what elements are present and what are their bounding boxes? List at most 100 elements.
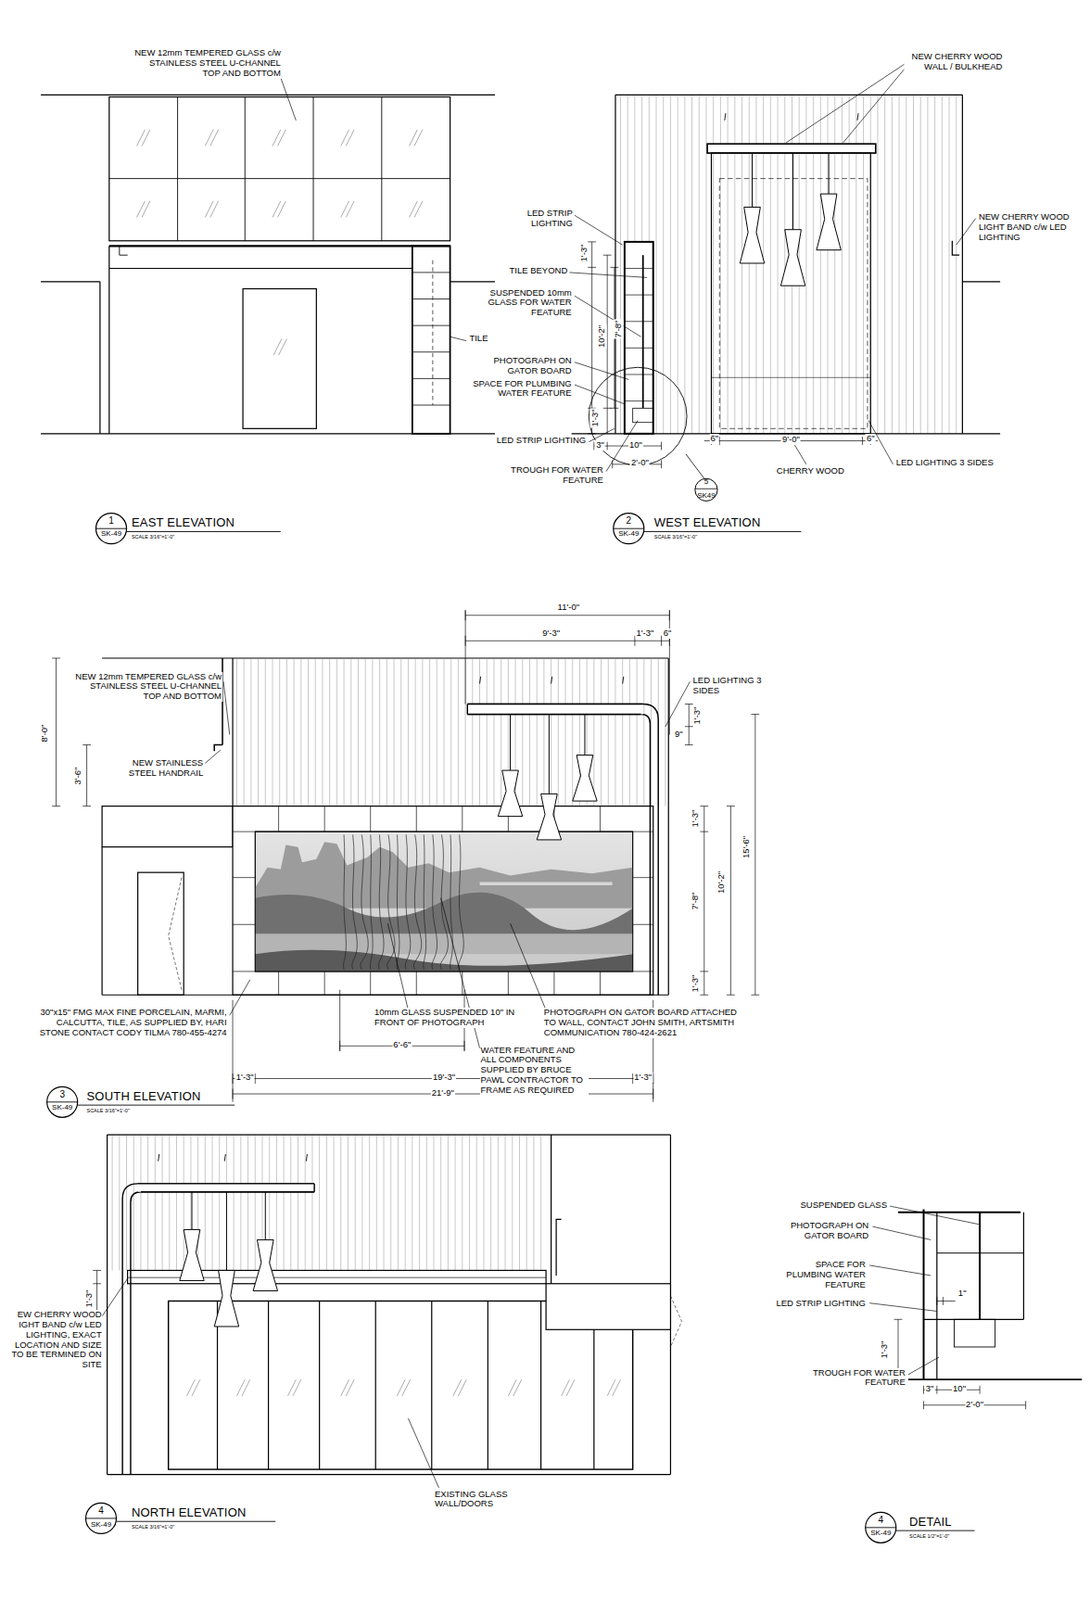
grain-mark — [305, 1153, 307, 1162]
callout-note: TROUGH FOR WATER FEATURE — [506, 465, 604, 486]
dimension-text: 1'-3" — [689, 974, 700, 994]
dimension-text: 10" — [628, 440, 644, 451]
dimension-text: 3" — [595, 440, 606, 451]
pendant-cord — [828, 152, 830, 194]
dimension-text: 1'-3" — [235, 1072, 255, 1083]
pendant-cord — [265, 1191, 267, 1241]
pendant-cord — [751, 152, 753, 207]
dimension-text: 1'-3" — [878, 1339, 889, 1359]
water-glass-line — [396, 834, 400, 969]
callout-note: PHOTOGRAPH ON GATOR BOARD — [781, 1220, 871, 1242]
callout-note: NEW CHERRY WOOD LIGHT BAND c/w LED LIGHT… — [977, 212, 1078, 243]
glass-hatch — [453, 1379, 467, 1396]
dimension-text: 1'-3" — [634, 628, 655, 639]
callout-note: LED STRIP LIGHTING — [495, 435, 587, 446]
glass-hatch — [341, 129, 355, 147]
glass-hatch — [288, 1379, 302, 1396]
dimension-text: 6'-6" — [392, 1039, 412, 1051]
water-glass-line — [343, 834, 347, 969]
dimension-text: 2'-0" — [630, 457, 650, 469]
callout-number: 4 — [876, 1514, 885, 1526]
glass-hatch — [341, 1379, 355, 1396]
view-title: SOUTH ELEVATION — [85, 1090, 202, 1104]
callout-note: SUSPENDED 10mm GLASS FOR WATER FEATURE — [486, 288, 572, 319]
dimension-text: 6" — [709, 433, 720, 444]
dimension-text: 15'-6" — [740, 835, 751, 860]
dimension-text: 3'-6" — [72, 765, 83, 786]
grain-mark — [622, 676, 624, 685]
callout-note: PHOTOGRAPH ON GATOR BOARD ATTACHED TO WA… — [543, 1007, 745, 1039]
dimension-text: 1'-3" — [578, 243, 589, 264]
grain-mark — [551, 676, 553, 685]
callout-note: TROUGH FOR WATER FEATURE — [807, 1368, 907, 1389]
pendant-light — [497, 770, 522, 817]
glass-hatch — [204, 129, 218, 147]
pendant-cord — [548, 714, 550, 795]
glass-hatch — [396, 1379, 410, 1396]
dimension-text: 3" — [925, 1383, 936, 1395]
callout-note: LED LIGHTING 3 SIDES — [895, 457, 995, 469]
water-glass-line — [360, 834, 368, 969]
grain-mark — [158, 1153, 160, 1162]
callout-note: LED STRIP LIGHTING — [774, 1298, 866, 1309]
sheet-number: SK-49 — [617, 529, 640, 538]
sheet-number: SK-49 — [100, 529, 123, 538]
pendant-cord — [226, 1191, 228, 1271]
glass-hatch — [507, 1379, 521, 1396]
glass-hatch — [607, 1379, 621, 1396]
pendant-light — [253, 1239, 278, 1291]
dimension-text: 6" — [865, 433, 876, 444]
dimension-text: 1'-3" — [692, 705, 703, 725]
glass-hatch — [137, 129, 151, 147]
pendant-light — [179, 1229, 204, 1281]
water-glass-line — [405, 834, 411, 969]
pendant-light — [572, 755, 597, 802]
sheet-number: SK-49 — [869, 1528, 892, 1537]
callout-note: PHOTOGRAPH ON GATOR BOARD — [486, 355, 572, 377]
callout-note: CHERRY WOOD — [775, 466, 846, 477]
glass-hatch — [409, 129, 423, 147]
pendant-light — [536, 793, 561, 840]
pendant-light — [214, 1269, 239, 1327]
dimension-text: 7'-8" — [689, 891, 700, 912]
callout-number: 4 — [97, 1505, 105, 1517]
callout-note: SPACE FOR PLUMBING WATER FEATURE — [767, 1259, 867, 1291]
callout-note: NEW CHERRY WOOD WALL / BULKHEAD — [904, 51, 1004, 73]
glass-hatch — [273, 338, 287, 355]
pendant-light — [739, 206, 764, 264]
pendant-cord — [509, 714, 511, 772]
water-glass-line — [352, 834, 358, 969]
grain-mark — [857, 113, 859, 121]
sheet-number: SK-49 — [89, 1520, 113, 1529]
callout-note: TILE — [468, 333, 489, 344]
view-title: WEST ELEVATION — [653, 516, 762, 531]
glass-hatch — [409, 201, 423, 218]
wood-grain — [236, 659, 665, 807]
dimension-text: 8'-0" — [39, 722, 51, 743]
glass-hatch — [204, 201, 218, 218]
dimension-text: 1'-3" — [589, 408, 600, 429]
water-glass-line — [431, 834, 438, 969]
callout-note: LED STRIP LIGHTING — [515, 208, 574, 229]
glass-hatch — [137, 201, 151, 218]
pendant-light — [816, 193, 841, 251]
water-glass-line — [413, 834, 421, 969]
callout-number: 3 — [58, 1089, 66, 1101]
water-glass-line — [440, 834, 448, 969]
callout-note: EXISTING GLASS WALL/DOORS — [433, 1489, 518, 1510]
wood-grain — [620, 95, 956, 433]
sheet-number: 5 — [703, 477, 710, 486]
sheet-number: SK49 — [696, 491, 717, 500]
glass-hatch — [272, 129, 286, 147]
wood-grain — [112, 1135, 541, 1270]
dimension-text: 2'-0" — [964, 1399, 985, 1410]
callout-note: SUSPENDED GLASS — [799, 1200, 888, 1211]
dimension-text: 6" — [662, 628, 673, 639]
callout-note: 30"x15" FMG MAX FINE PORCELAIN, MARMI, C… — [31, 1007, 228, 1039]
dimension-text: 1'-3" — [689, 809, 700, 829]
callout-note: NEW STAINLESS STEEL HANDRAIL — [115, 758, 205, 779]
callout-note: LED LIGHTING 3 SIDES — [692, 675, 766, 697]
water-glass-line — [423, 834, 427, 969]
